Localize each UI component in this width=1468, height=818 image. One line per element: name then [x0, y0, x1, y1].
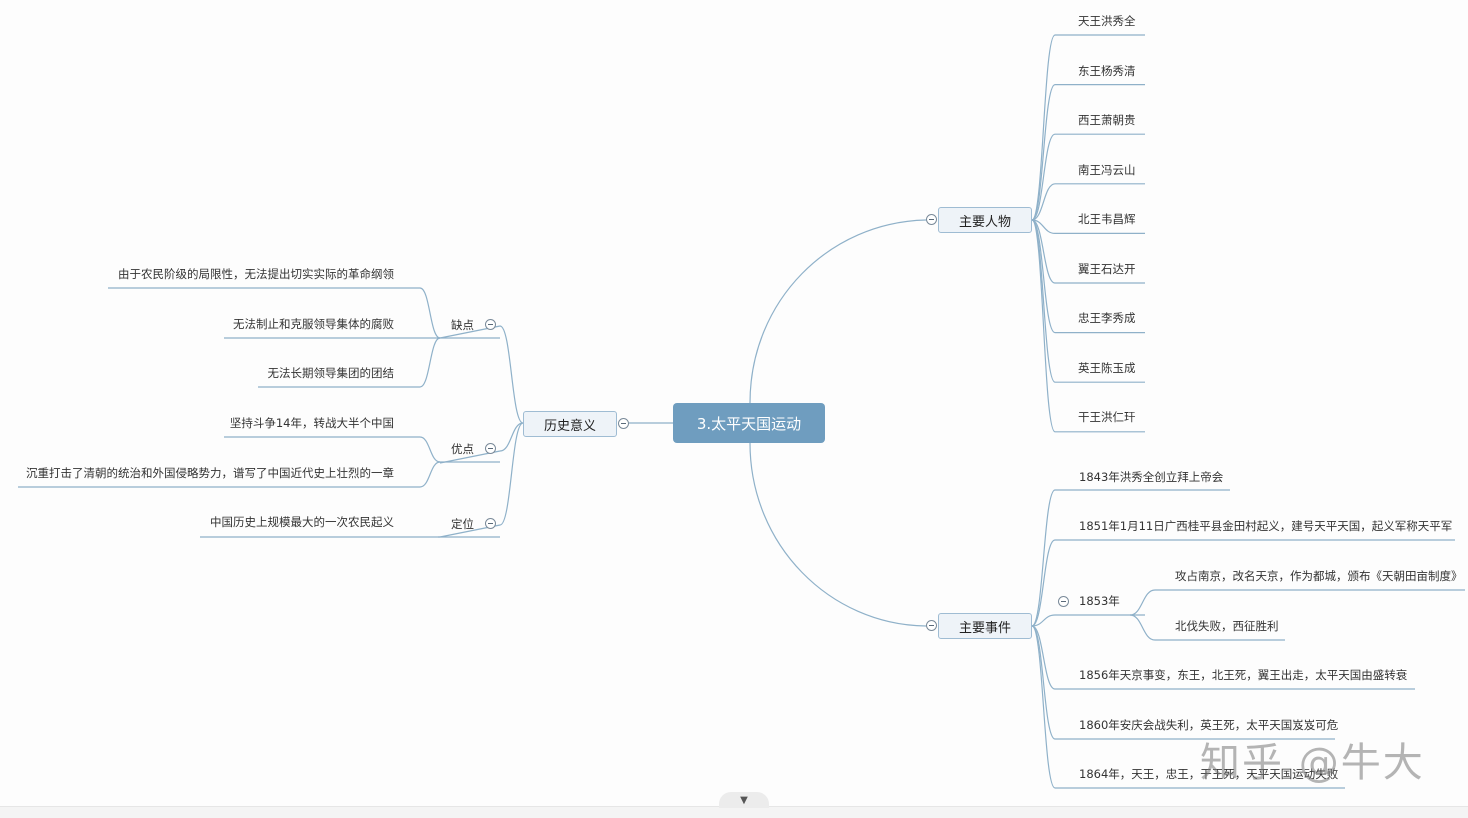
- link-leaf-m2: [419, 461, 441, 488]
- triangle-down-icon: ▼: [740, 794, 748, 806]
- leaf-shortcoming-3[interactable]: 无法长期领导集团的团结: [267, 366, 395, 380]
- leaf-shortcoming-1[interactable]: 由于农民阶级的局限性，无法提出切实实际的革命纲领: [118, 267, 394, 281]
- link-event-1: [1031, 489, 1056, 627]
- collapse-toggle-1853[interactable]: [1058, 596, 1069, 607]
- leaf-person-6[interactable]: 翼王石达开: [1078, 262, 1136, 276]
- branch-node-main-people[interactable]: 主要人物: [938, 207, 1032, 233]
- leaf-event-1853-sub-1[interactable]: 攻占南京，改名天京，作为都城，颁布《天朝田亩制度》: [1175, 569, 1463, 583]
- leaf-person-8[interactable]: 英王陈玉成: [1078, 361, 1136, 375]
- link-person-1: [1031, 34, 1056, 221]
- group-label-shortcomings: 缺点: [451, 318, 474, 332]
- leaf-event-6[interactable]: 1864年，天王，忠王，干王死，天平天国运动失败: [1079, 767, 1339, 781]
- link-root-events: [749, 442, 927, 627]
- link-event-3: [1031, 614, 1056, 627]
- branch-label: 主要事件: [958, 620, 1011, 636]
- collapse-toggle-people[interactable]: [926, 214, 937, 225]
- leaf-person-2[interactable]: 东王杨秀清: [1078, 64, 1136, 78]
- link-1853-sub-1: [1129, 589, 1156, 616]
- link-person-9: [1031, 219, 1056, 433]
- leaf-event-1853[interactable]: 1853年: [1079, 594, 1120, 608]
- branch-node-history-significance[interactable]: 历史意义: [523, 411, 617, 437]
- leaf-person-9[interactable]: 干王洪仁玕: [1078, 410, 1136, 424]
- bottom-panel-toggle[interactable]: ▼: [719, 792, 769, 808]
- link-history-position: [499, 422, 524, 526]
- leaf-person-5[interactable]: 北王韦昌辉: [1078, 212, 1136, 226]
- leaf-person-4[interactable]: 南王冯云山: [1078, 163, 1136, 177]
- link-leaf-s3: [419, 337, 441, 388]
- leaf-merit-1[interactable]: 坚持斗争14年，转战大半个中国: [229, 416, 394, 430]
- leaf-person-3[interactable]: 西王萧朝贵: [1078, 113, 1136, 127]
- branch-label: 历史意义: [543, 418, 596, 434]
- group-label-merits: 优点: [451, 442, 474, 456]
- link-event-4: [1031, 625, 1056, 690]
- link-person-5: [1031, 219, 1056, 234]
- leaf-event-5[interactable]: 1860年安庆会战失利，英王死，太平天国岌岌可危: [1079, 718, 1339, 732]
- leaf-position-1[interactable]: 中国历史上规模最大的一次农民起义: [210, 515, 394, 529]
- root-node-label: 3.太平天国运动: [696, 414, 802, 433]
- leaf-event-4[interactable]: 1856年天京事变，东王，北王死，翼王出走，太平天国由盛转衰: [1079, 668, 1408, 682]
- link-history-merits: [499, 422, 524, 452]
- link-person-3: [1031, 133, 1056, 221]
- root-node[interactable]: 3.太平天国运动: [673, 403, 825, 443]
- leaf-shortcoming-2[interactable]: 无法制止和克服领导集体的腐败: [233, 317, 394, 331]
- collapse-toggle-shortcomings[interactable]: [485, 319, 496, 330]
- collapse-toggle-events[interactable]: [926, 620, 937, 631]
- collapse-toggle-merits[interactable]: [485, 443, 496, 454]
- branch-label: 主要人物: [958, 214, 1011, 230]
- link-person-4: [1031, 183, 1056, 221]
- link-event-6: [1031, 625, 1056, 789]
- leaf-event-1853-sub-2[interactable]: 北伐失败，西征胜利: [1175, 619, 1279, 633]
- link-leaf-m1: [419, 436, 441, 463]
- collapse-toggle-history[interactable]: [618, 418, 629, 429]
- link-history-shortcomings: [499, 325, 524, 424]
- collapse-toggle-position[interactable]: [485, 518, 496, 529]
- link-root-people: [749, 219, 927, 404]
- watermark: 知乎 @牛大: [1200, 740, 1425, 786]
- leaf-person-7[interactable]: 忠王李秀成: [1078, 311, 1136, 325]
- link-person-6: [1031, 219, 1056, 284]
- group-label-position: 定位: [451, 517, 474, 531]
- link-event-5: [1031, 625, 1056, 740]
- leaf-person-1[interactable]: 天王洪秀全: [1078, 14, 1136, 28]
- leaf-event-1[interactable]: 1843年洪秀全创立拜上帝会: [1079, 470, 1224, 484]
- link-1853-sub-2: [1129, 614, 1156, 641]
- link-leaf-s1: [419, 287, 441, 339]
- link-event-2: [1031, 539, 1056, 627]
- link-person-8: [1031, 219, 1056, 383]
- link-person-2: [1031, 84, 1056, 221]
- leaf-merit-2[interactable]: 沉重打击了清朝的统治和外国侵略势力，谱写了中国近代史上壮烈的一章: [26, 466, 394, 480]
- leaf-event-2[interactable]: 1851年1月11日广西桂平县金田村起义，建号天平天国，起义军称天平军: [1079, 519, 1453, 533]
- branch-node-main-events[interactable]: 主要事件: [938, 613, 1032, 639]
